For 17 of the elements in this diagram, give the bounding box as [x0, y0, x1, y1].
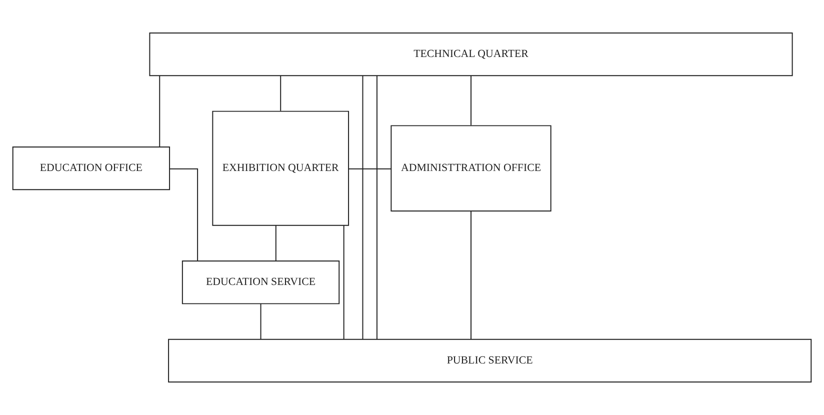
node-box: PUBLIC SERVICE — [168, 338, 812, 383]
connector — [275, 224, 276, 262]
connector — [470, 75, 472, 126]
node-box: EDUCATION OFFICE — [12, 146, 170, 190]
node-box: TECHNICAL QUARTER — [149, 32, 793, 76]
connector — [362, 75, 364, 340]
connector — [159, 75, 160, 148]
connector — [348, 168, 392, 170]
connector — [260, 303, 262, 340]
connector — [470, 210, 472, 340]
connector — [280, 75, 282, 112]
connector — [376, 75, 378, 340]
node-box: EDUCATION SERVICE — [182, 260, 340, 304]
node-box: EXHIBITION QUARTER — [212, 110, 350, 226]
connector — [343, 225, 344, 340]
connector — [169, 168, 198, 262]
node-box: ADMINISTTRATION OFFICE — [390, 125, 552, 212]
